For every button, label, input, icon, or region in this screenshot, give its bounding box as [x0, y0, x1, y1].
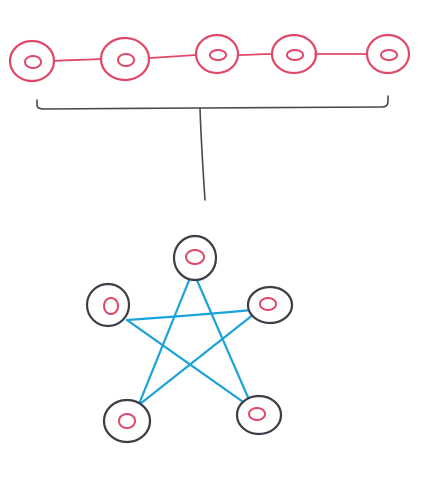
star-node-bottomright-inner — [248, 407, 266, 421]
group-bracket — [36, 95, 389, 201]
chain-link-3 — [237, 53, 273, 56]
star-node-bottomright-outer — [235, 394, 283, 436]
bracket-stem — [199, 107, 206, 201]
star-node-bottomleft-outer — [102, 398, 152, 444]
star-node-right-inner — [259, 297, 277, 311]
star-node-left — [85, 282, 131, 328]
star-node-bottomright — [235, 394, 283, 436]
chain-node-5 — [365, 33, 411, 75]
star-edge-left-bottomright — [125, 318, 248, 406]
star-graph — [85, 234, 294, 444]
star-edge-right-bottomleft — [138, 312, 256, 406]
star-edge-top-bottomleft — [137, 276, 192, 406]
chain-node-5-outer — [365, 33, 411, 75]
chain-node-4-outer — [270, 33, 318, 75]
star-node-right-outer — [246, 285, 294, 325]
chain-node-3-inner — [209, 49, 227, 61]
chain-link-1 — [53, 58, 101, 62]
bracket-line — [36, 95, 389, 110]
star-node-left-outer — [85, 282, 131, 328]
chain-node-2 — [99, 36, 151, 82]
chain-links — [53, 53, 367, 62]
star-node-top — [172, 234, 218, 282]
star-node-left-inner — [103, 297, 119, 315]
star-node-bottomleft-inner — [118, 413, 136, 429]
chain-node-1 — [8, 39, 56, 83]
star-node-top-inner — [185, 249, 205, 265]
chain-node-4-inner — [286, 49, 304, 61]
chain-node-5-inner — [380, 49, 398, 61]
top-chain — [8, 33, 411, 83]
star-node-bottomleft — [102, 398, 152, 444]
star-edge-top-bottomright — [194, 276, 252, 404]
star-node-top-outer — [172, 234, 218, 282]
star-edge-left-right — [125, 308, 254, 322]
star-node-right — [246, 285, 294, 325]
chain-node-3-outer — [194, 33, 240, 75]
chain-node-2-inner — [117, 53, 135, 67]
star-edges — [125, 276, 256, 406]
chain-node-1-outer — [8, 39, 56, 83]
chain-node-2-outer — [99, 36, 151, 82]
chain-link-2 — [149, 54, 197, 59]
chain-node-3 — [194, 33, 240, 75]
chain-node-1-inner — [24, 55, 42, 69]
chain-node-4 — [270, 33, 318, 75]
